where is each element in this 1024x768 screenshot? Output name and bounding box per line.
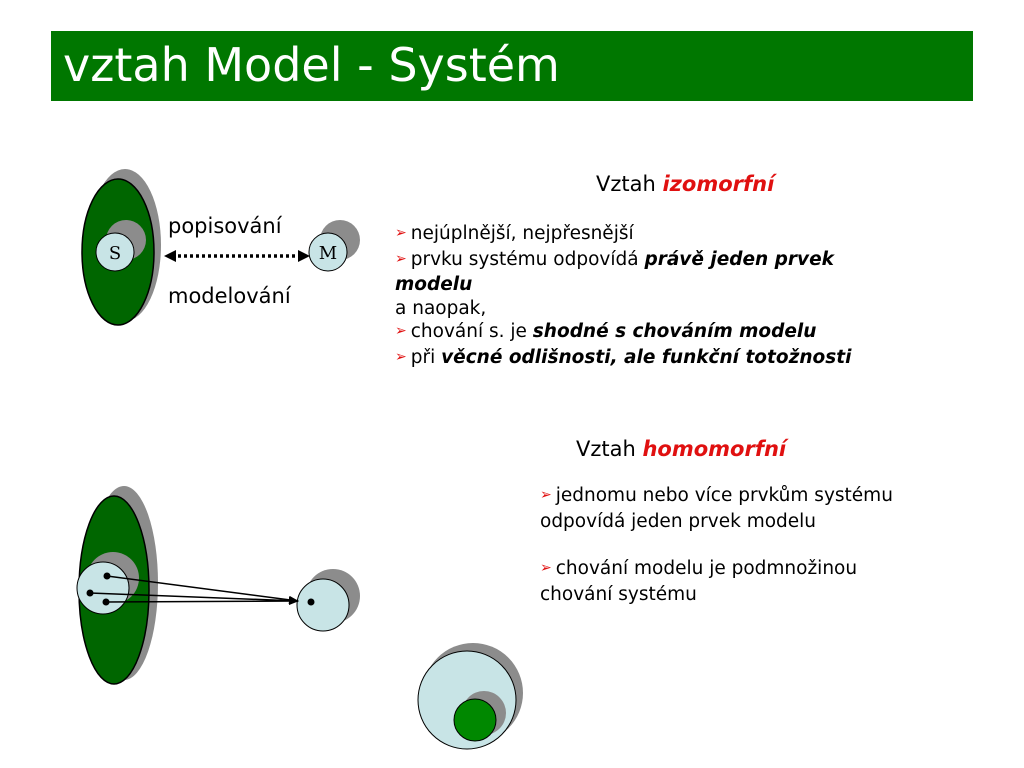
model-node bbox=[308, 232, 348, 272]
item-text: prvku systému odpovídá bbox=[410, 248, 645, 270]
homomorfni-list: ➢jednomu nebo více prvkům systému odpoví… bbox=[540, 484, 1000, 606]
list-item-continuation: a naopak, bbox=[395, 297, 970, 321]
model-circle bbox=[296, 578, 350, 632]
label-modelovani: modelování bbox=[168, 284, 291, 308]
heading-homomorfni: Vztah homomorfní bbox=[576, 437, 786, 461]
list-item: ➢při věcné odlišnosti, ale funkční totož… bbox=[395, 346, 970, 372]
model-element-dot bbox=[307, 598, 315, 606]
list-item-continuation: chování systému bbox=[540, 583, 1000, 607]
item-emphasis: shodné s chováním modelu bbox=[532, 321, 817, 342]
heading-prefix: Vztah bbox=[576, 437, 643, 461]
item-text: chování systému bbox=[540, 583, 697, 605]
item-text: nejúplnější, nejpřesnější bbox=[410, 223, 634, 244]
item-text: odpovídá jeden prvek modelu bbox=[540, 510, 817, 532]
item-text: a naopak, bbox=[395, 297, 487, 319]
isomorphic-diagram bbox=[81, 169, 360, 326]
list-item: ➢chování modelu je podmnožinou bbox=[540, 557, 1000, 583]
item-emphasis: právě jeden prvek bbox=[644, 248, 834, 270]
arrowhead-bullet-icon: ➢ bbox=[395, 348, 407, 365]
mapping-line bbox=[106, 575, 299, 604]
homomorphic-diagram bbox=[76, 486, 360, 685]
subset-diagram bbox=[417, 643, 523, 750]
list-item: ➢prvku systému odpovídá právě jeden prve… bbox=[395, 248, 970, 274]
model-node-label: M bbox=[319, 243, 337, 264]
list-item: ➢jednomu nebo více prvkům systému bbox=[540, 484, 1000, 510]
arrowhead-bullet-icon: ➢ bbox=[540, 560, 552, 576]
heading-emphasis: homomorfní bbox=[642, 437, 787, 461]
arrowhead-bullet-icon: ➢ bbox=[395, 225, 407, 241]
label-popisovani: popisování bbox=[168, 214, 282, 238]
arrowhead-bullet-icon: ➢ bbox=[395, 250, 407, 267]
item-text: jednomu nebo více prvkům systému bbox=[555, 485, 893, 506]
heading-prefix: Vztah bbox=[596, 172, 663, 196]
system-subset-circle bbox=[76, 561, 130, 615]
title-bar: vztah Model - Systém bbox=[51, 31, 973, 101]
izomorfni-list: ➢nejúplnější, nejpřesnější ➢prvku systém… bbox=[395, 222, 970, 371]
item-text: chování s. je bbox=[410, 321, 533, 342]
heading-izomorfni: Vztah izomorfní bbox=[596, 172, 774, 196]
arrowhead-bullet-icon: ➢ bbox=[540, 487, 552, 503]
mapping-arrow-left-icon bbox=[164, 250, 176, 262]
arrowhead-bullet-icon: ➢ bbox=[395, 323, 407, 339]
mapping-line bbox=[105, 597, 299, 606]
heading-emphasis: izomorfní bbox=[662, 172, 775, 196]
list-item: ➢chování s. je shodné s chováním modelu bbox=[395, 320, 970, 346]
item-emphasis: modelu bbox=[395, 274, 473, 295]
item-emphasis: věcné odlišnosti, ale funkční totožnosti bbox=[441, 346, 852, 368]
system-node-label: S bbox=[109, 243, 121, 264]
list-item: ➢nejúplnější, nejpřesnější bbox=[395, 222, 970, 248]
item-text: při bbox=[410, 346, 442, 368]
list-item-continuation: modelu bbox=[395, 273, 970, 297]
inner-circle bbox=[453, 698, 497, 742]
item-text: chování modelu je podmnožinou bbox=[555, 558, 858, 579]
spacer bbox=[540, 533, 1000, 557]
mapping-arrow-right-icon bbox=[298, 250, 310, 262]
mapping-line bbox=[89, 592, 299, 605]
system-node bbox=[95, 232, 135, 272]
slide-title: vztah Model - Systém bbox=[63, 38, 560, 92]
list-item-continuation: odpovídá jeden prvek modelu bbox=[540, 510, 1000, 534]
